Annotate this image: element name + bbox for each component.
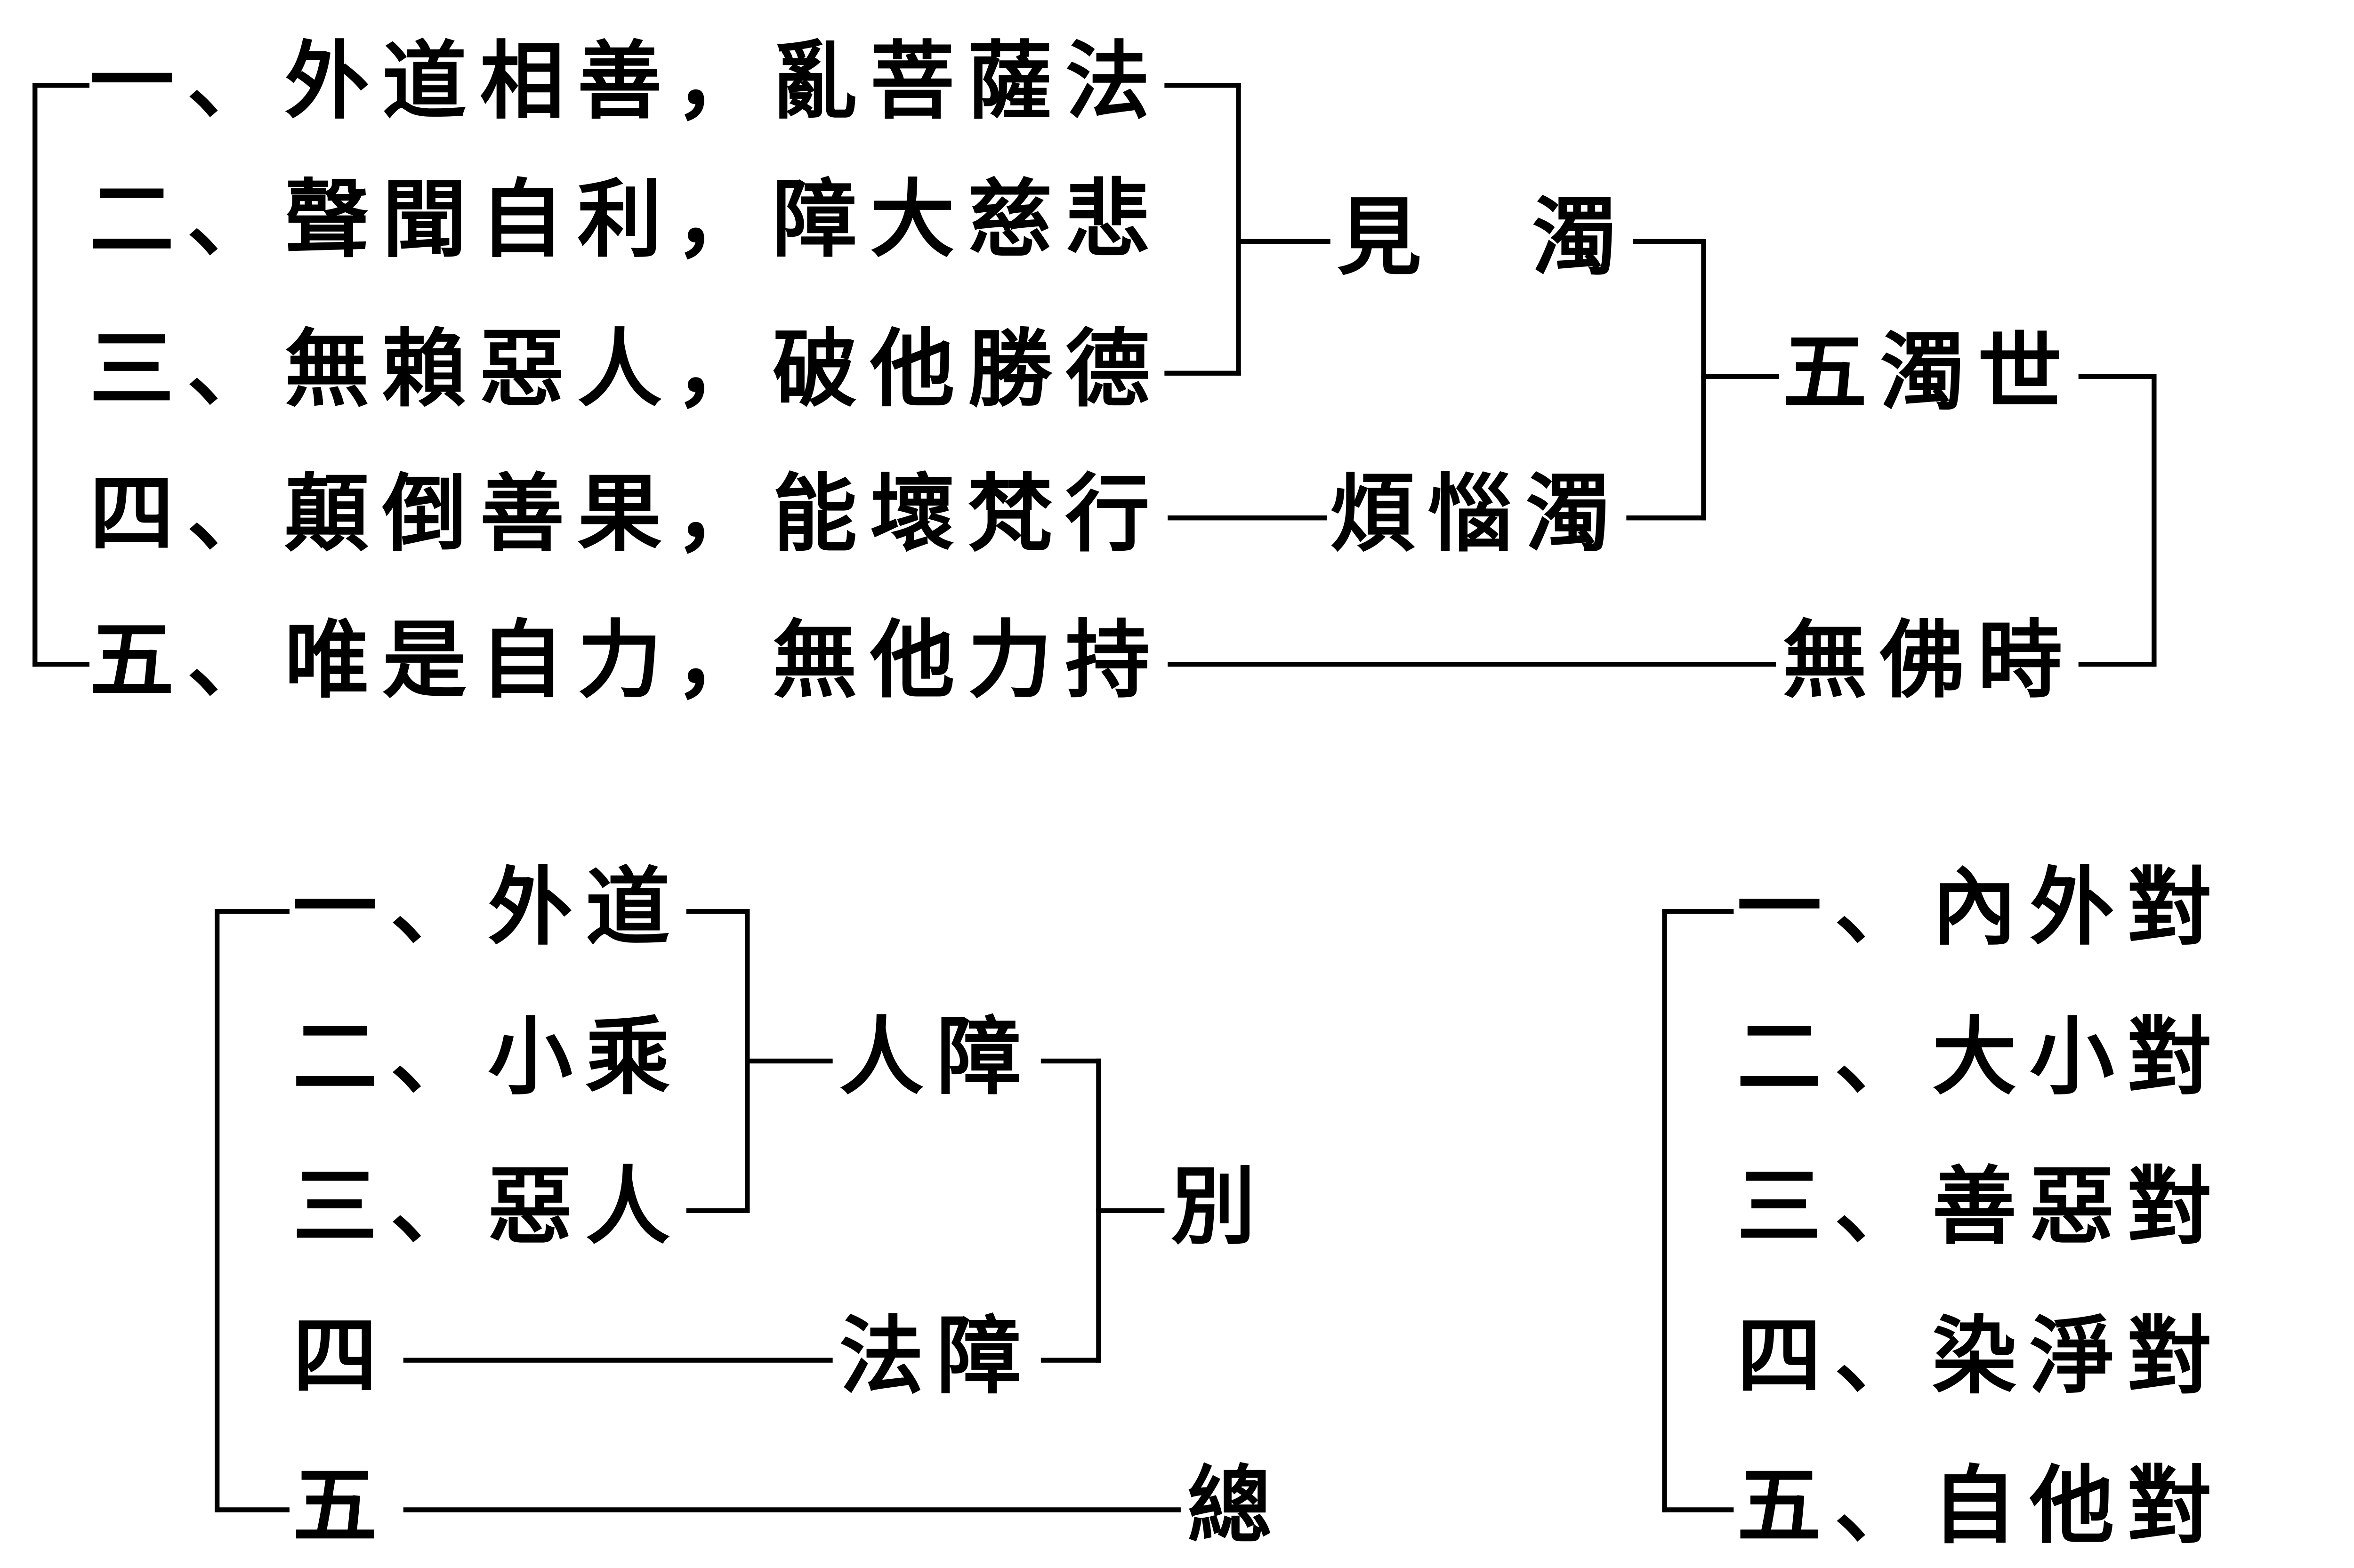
node-fannao-zhuo: 煩惱濁 xyxy=(1330,470,1623,563)
wuzhuoshi-out-tick xyxy=(2078,374,2157,379)
node-jian-zhuo: 見 濁 xyxy=(1337,193,1630,286)
top-bracket1-out-tick xyxy=(1236,239,1330,244)
br-item-2: 二、大小對 xyxy=(1737,1013,2225,1106)
top-bracket2-out-tick xyxy=(1701,374,1780,379)
node-wu-zhuo-shi: 五濁世 xyxy=(1782,328,2075,421)
node-zong: 總 xyxy=(1187,1462,1285,1555)
bl-bracketB-out-tick xyxy=(1096,1208,1165,1213)
bl-bracket-bottom-tick xyxy=(214,1507,290,1512)
top-row1-connector xyxy=(1164,83,1241,88)
top-row5-connector xyxy=(1168,661,1776,667)
top-left-bracket-vertical xyxy=(32,83,38,667)
top-item-5: 五、唯是自力，無他力持 xyxy=(89,616,1163,709)
bl-bracket-vertical xyxy=(214,909,220,1512)
top-item-3: 三、無賴惡人，破他勝德 xyxy=(89,325,1163,418)
br-item-1: 一、內外對 xyxy=(1737,863,2225,957)
bl-item-4: 四 xyxy=(292,1312,391,1405)
bl-item-2: 二、小乘 xyxy=(292,1013,683,1106)
top-bracket3-vertical xyxy=(2152,374,2157,667)
bl-item-5: 五 xyxy=(292,1462,391,1555)
bl-row4-connector xyxy=(403,1358,833,1363)
top-left-bracket-top-tick xyxy=(32,83,89,88)
br-item-5: 五、自他對 xyxy=(1737,1462,2225,1555)
bl-row3-connector xyxy=(686,1208,750,1213)
bl-bracket-top-tick xyxy=(214,909,290,914)
br-bracket-vertical xyxy=(1662,909,1667,1512)
bl-row1-connector xyxy=(686,909,750,914)
top-bracket1-vertical xyxy=(1236,83,1241,376)
jianzhuo-out-tick xyxy=(1633,239,1706,244)
top-item-1: 一、外道相善，亂菩薩法 xyxy=(89,37,1163,130)
top-bracket2-vertical xyxy=(1701,239,1706,521)
br-item-4: 四、染淨對 xyxy=(1737,1312,2225,1405)
br-bracket-bottom-tick xyxy=(1662,1507,1734,1512)
renzhang-out-tick xyxy=(1040,1058,1101,1064)
top-row3-connector xyxy=(1164,370,1241,376)
node-bie: 別 xyxy=(1171,1162,1269,1255)
fazhang-out-tick xyxy=(1040,1358,1101,1363)
wufoshi-out-tick xyxy=(2078,661,2157,667)
fannaozhuo-out-tick xyxy=(1626,515,1706,521)
bl-item-1: 一、外道 xyxy=(292,863,683,957)
bl-bracketA-out-tick xyxy=(745,1058,833,1064)
bl-row5-connector xyxy=(403,1507,1181,1512)
top-item-2: 二、聲聞自利，障大慈悲 xyxy=(89,176,1163,268)
node-wu-fo-shi: 無佛時 xyxy=(1782,616,2075,709)
node-ren-zhang: 人障 xyxy=(839,1013,1035,1106)
br-item-3: 三、善惡對 xyxy=(1737,1162,2225,1255)
top-item-4: 四、顛倒善果，能壞梵行 xyxy=(89,470,1163,563)
node-fa-zhang: 法障 xyxy=(839,1312,1035,1405)
bl-item-3: 三、惡人 xyxy=(292,1162,683,1255)
br-bracket-top-tick xyxy=(1662,909,1734,914)
top-row4-connector xyxy=(1168,515,1327,521)
top-left-bracket-bottom-tick xyxy=(32,661,89,667)
